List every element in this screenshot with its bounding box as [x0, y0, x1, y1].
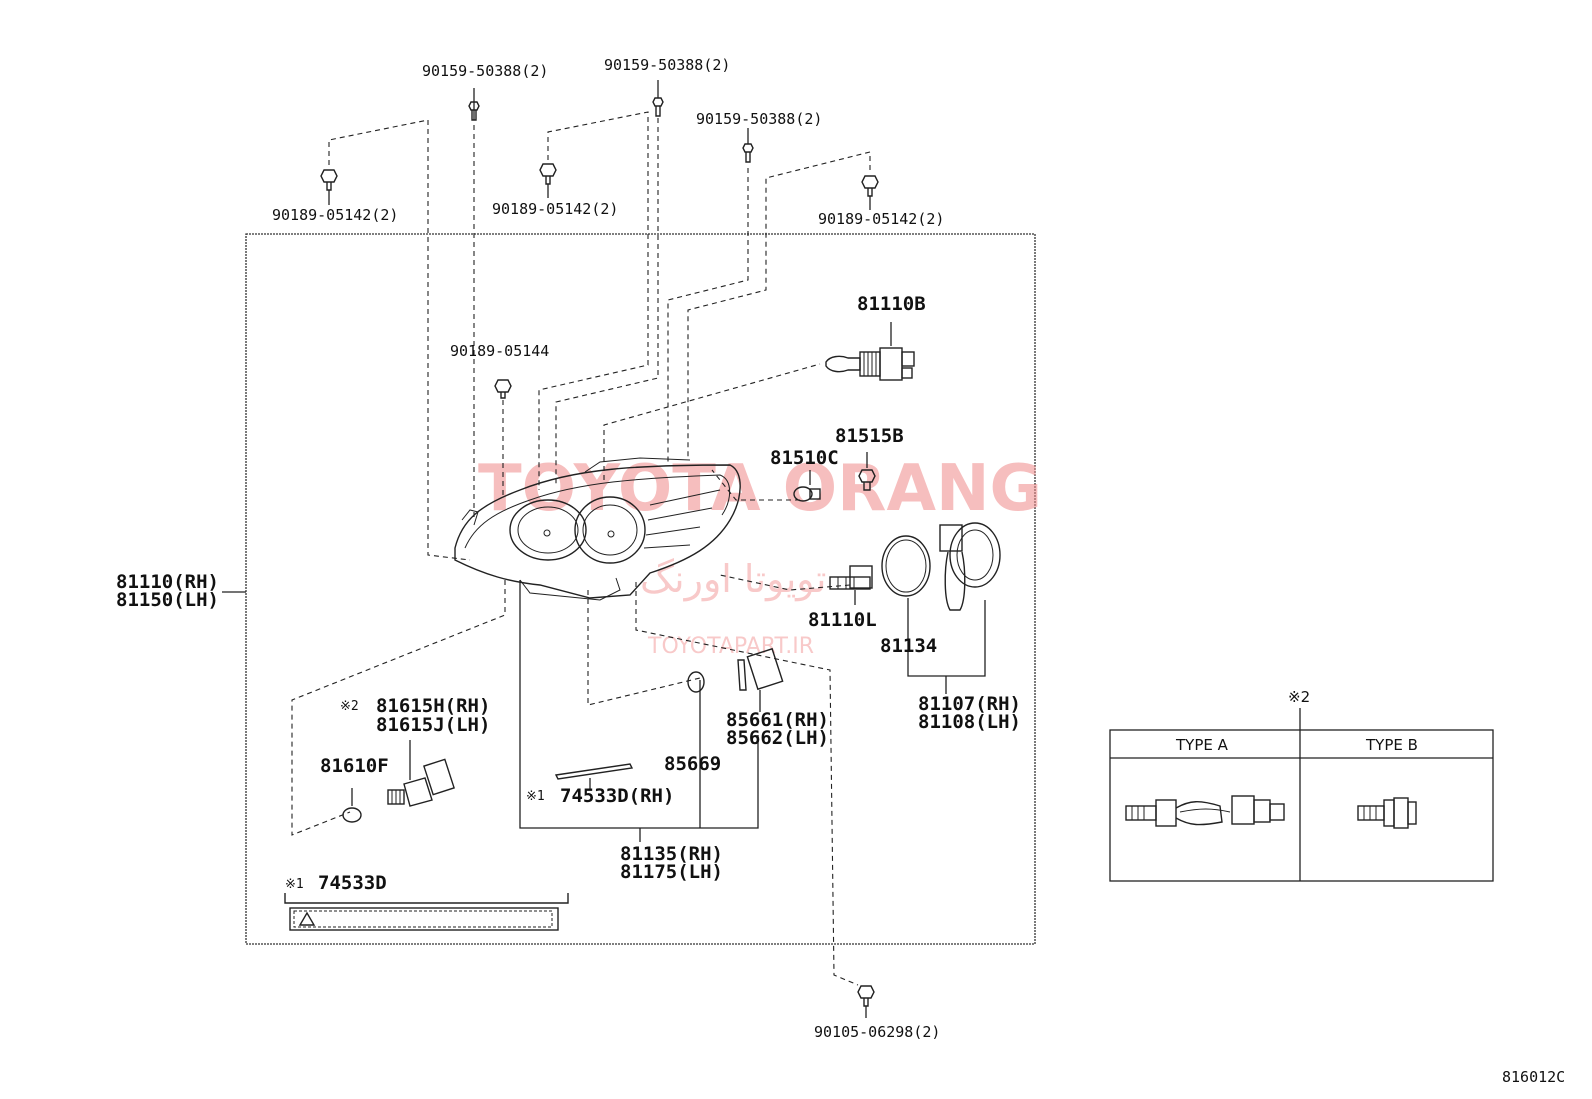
label-81110l: 81110L	[808, 609, 877, 631]
strip-74533d-rh	[554, 763, 634, 780]
footer-code: 816012C	[1502, 1068, 1565, 1086]
label-90159-50388-a: 90159-50388(2)	[422, 62, 548, 80]
oring-85669	[687, 671, 705, 693]
nut-90189-05142-b	[539, 163, 557, 185]
bulb-81510c	[793, 486, 821, 502]
label-81107: 81107(RH)	[918, 693, 1021, 715]
cap-81610f	[342, 807, 362, 823]
type-table: ※2 TYPE A TYPE B	[1109, 688, 1494, 882]
bolt-90159-50388-c	[742, 143, 754, 163]
label-74533d-rh: 74533D(RH)	[560, 785, 674, 807]
bolt-90105-06298	[857, 985, 875, 1007]
label-90159-50388-c: 90159-50388(2)	[696, 110, 822, 128]
label-81110-rh: 81110(RH)	[116, 571, 219, 593]
label-90105-06298: 90105-06298(2)	[814, 1023, 940, 1041]
bulb-81110b	[825, 347, 915, 381]
type-b-header: TYPE B	[1365, 736, 1418, 754]
label-81510c: 81510C	[770, 447, 839, 469]
label-90159-50388-b: 90159-50388(2)	[604, 56, 730, 74]
label-81615h: 81615H(RH)	[376, 695, 490, 717]
type-a-header: TYPE A	[1175, 736, 1229, 754]
nut-90189-05142-c	[861, 175, 879, 197]
label-90189-05144: 90189-05144	[450, 342, 549, 360]
label-81108: 81108(LH)	[918, 711, 1021, 733]
label-81134: 81134	[880, 635, 937, 657]
label-81610f: 81610F	[320, 755, 389, 777]
bulb-81110l	[829, 565, 873, 590]
type-table-marker: ※2	[1288, 688, 1310, 706]
label-81135: 81135(RH)	[620, 843, 723, 865]
label-81175: 81175(LH)	[620, 861, 723, 883]
socket-type-a	[1125, 795, 1285, 827]
nut-90189-05142-a	[320, 169, 338, 191]
label-81615j: 81615J(LH)	[376, 714, 490, 736]
label-81515b: 81515B	[835, 425, 904, 447]
label-81110b: 81110B	[857, 293, 926, 315]
bolt-90159-50388-b	[652, 97, 664, 117]
socket-81615h	[387, 758, 455, 807]
label-81615h-mark: ※2	[340, 699, 359, 714]
label-85661: 85661(RH)	[726, 709, 829, 731]
label-plate-74533d	[284, 893, 569, 931]
nut-90189-05144	[494, 379, 512, 399]
cover-81107	[939, 522, 1001, 611]
label-90189-05142-a: 90189-05142(2)	[272, 206, 398, 224]
oring-81134	[881, 535, 931, 597]
label-90189-05142-c: 90189-05142(2)	[818, 210, 944, 228]
label-81150-lh: 81150(LH)	[116, 589, 219, 611]
label-85662: 85662(LH)	[726, 727, 829, 749]
socket-type-b	[1357, 797, 1417, 829]
label-74533d-box-mark: ※1	[285, 877, 304, 892]
assembly-frame	[245, 233, 1036, 945]
headlamp-assembly	[454, 457, 741, 601]
label-90189-05142-b: 90189-05142(2)	[492, 200, 618, 218]
socket-81515b	[858, 469, 876, 491]
label-74533d-mark: ※1	[526, 789, 545, 804]
label-85669: 85669	[664, 753, 721, 775]
watermark-main: TOYOTA ORANG	[478, 452, 1042, 526]
watermark-persian: تويوتا اورنگ	[640, 557, 827, 602]
watermark-site: TOYOTAPART.IR	[647, 634, 814, 659]
label-74533d-box: 74533D	[318, 872, 387, 894]
actuator-85661	[737, 647, 784, 691]
